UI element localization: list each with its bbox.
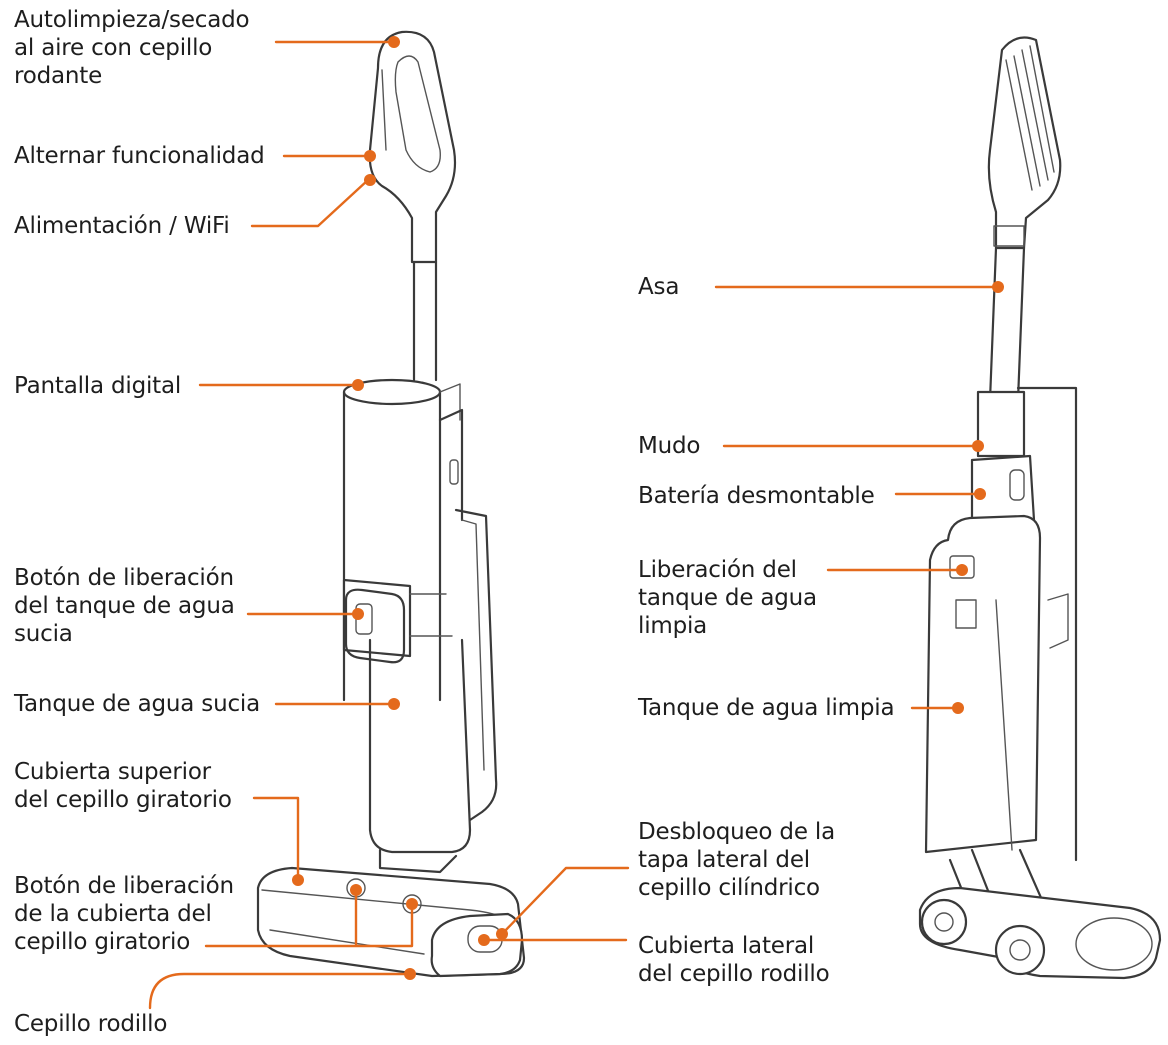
- dot-tanque-sucia: [388, 698, 400, 710]
- label-boton-tanque-sucia: Botón de liberación del tanque de agua s…: [14, 565, 235, 647]
- left-vacuum-drawing: [256, 30, 526, 978]
- dot-boton-cubierta-1: [350, 884, 362, 896]
- dot-alternar: [364, 150, 376, 162]
- label-liberacion-tanque-limpia: Liberación del tanque de agua limpia: [638, 557, 817, 639]
- label-cepillo-rodillo: Cepillo rodillo: [14, 1011, 168, 1037]
- callout-line-cubierta-superior: [252, 796, 300, 880]
- callout-line-cepillo-rodillo: [148, 972, 412, 1010]
- label-asa: Asa: [638, 274, 680, 300]
- dot-desbloqueo: [496, 928, 508, 940]
- label-alimentacion-wifi: Alimentación / WiFi: [14, 213, 230, 239]
- label-boton-cubierta: Botón de liberación de la cubierta del c…: [14, 873, 234, 955]
- dot-boton-cubierta-2: [406, 898, 418, 910]
- dot-tanque-limpia: [952, 702, 964, 714]
- right-vacuum-drawing: [918, 36, 1162, 980]
- dot-cepillo-rodillo: [404, 968, 416, 980]
- dot-bateria: [974, 488, 986, 500]
- dot-alimentacion: [364, 174, 376, 186]
- dot-asa: [992, 281, 1004, 293]
- label-mudo: Mudo: [638, 433, 701, 459]
- dot-mudo: [972, 440, 984, 452]
- label-tanque-agua-sucia: Tanque de agua sucia: [14, 691, 260, 717]
- callout-line-alimentacion: [250, 178, 370, 228]
- dot-autolimpieza: [388, 36, 400, 48]
- label-bateria-desmontable: Batería desmontable: [638, 483, 875, 509]
- dot-liberacion-limpia: [956, 564, 968, 576]
- callout-dots: [292, 36, 1004, 980]
- label-cubierta-lateral: Cubierta lateral del cepillo rodillo: [638, 933, 830, 987]
- callout-line-boton-cubierta: [204, 888, 414, 948]
- label-pantalla-digital: Pantalla digital: [14, 373, 182, 399]
- label-autolimpieza: Autolimpieza/secado al aire con cepillo …: [14, 7, 250, 89]
- label-desbloqueo-tapa: Desbloqueo de la tapa lateral del cepill…: [638, 819, 835, 901]
- label-tanque-agua-limpia: Tanque de agua limpia: [638, 695, 895, 721]
- callout-lines: [148, 40, 1000, 1010]
- label-alternar-funcionalidad: Alternar funcionalidad: [14, 143, 265, 169]
- dot-cubierta-superior: [292, 874, 304, 886]
- dot-pantalla: [352, 379, 364, 391]
- dot-cubierta-lateral: [478, 934, 490, 946]
- dot-boton-tanque-sucia: [352, 608, 364, 620]
- label-cubierta-superior: Cubierta superior del cepillo giratorio: [14, 759, 232, 813]
- callout-line-desbloqueo: [500, 866, 630, 936]
